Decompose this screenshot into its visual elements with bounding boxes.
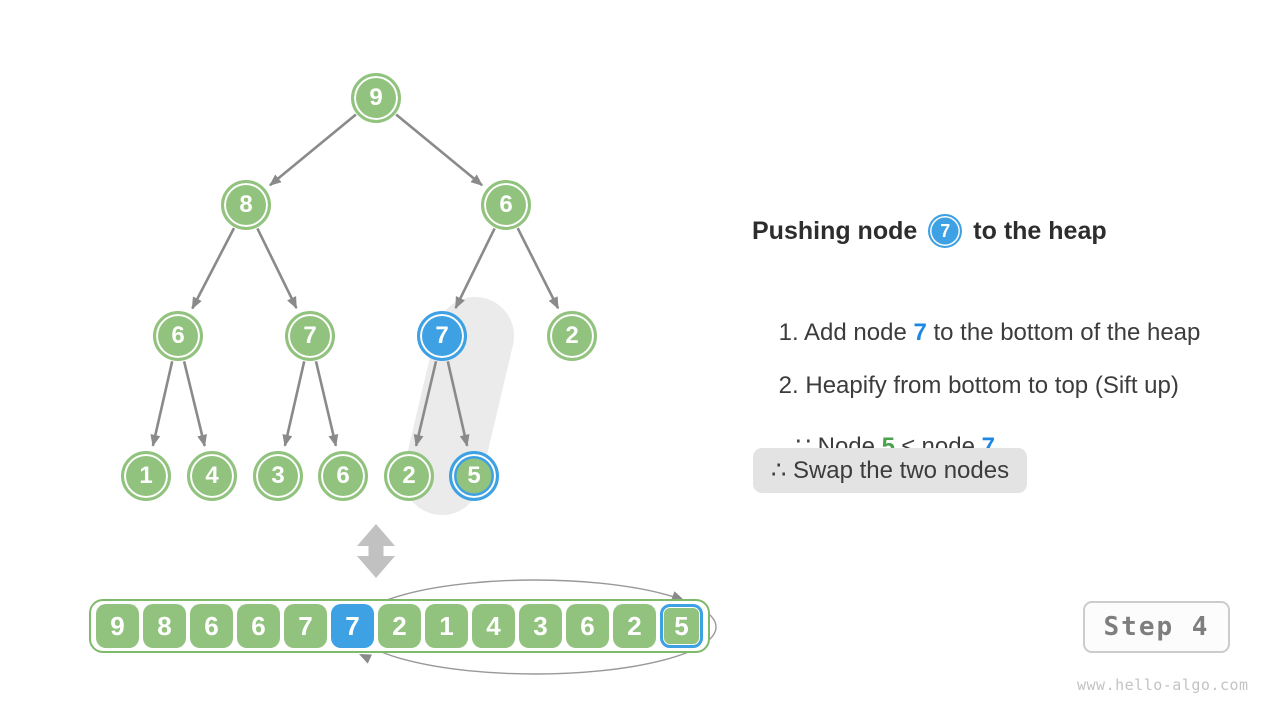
tree-edge: [182, 360, 207, 447]
step2-text: 2. Heapify from bottom to top (Sift up): [778, 372, 1179, 399]
tree-edge: [516, 227, 560, 310]
tree-edges: [150, 113, 560, 447]
title-prefix: Pushing node: [752, 216, 918, 245]
step1-text: 1. Add node: [778, 319, 914, 346]
swap-arrowhead-icon: [359, 654, 372, 664]
array-cell: 6: [237, 604, 280, 648]
array-cell: 2: [378, 604, 421, 648]
array-cell: 7: [284, 604, 327, 648]
tree-edge: [314, 361, 339, 447]
watermark: www.hello-algo.com: [1077, 676, 1249, 694]
therefore-box: ∴ Swap the two nodes: [753, 448, 1028, 493]
array-cell: 8: [143, 604, 186, 648]
tree-edge: [256, 227, 298, 309]
step1-text-end: to the bottom of the heap: [926, 319, 1201, 346]
tree-edge: [446, 361, 470, 447]
array-cell: 6: [566, 604, 609, 648]
tree-edge: [282, 361, 306, 447]
step-item-1: 1. Add node 7 to the bottom of the heap: [752, 291, 1201, 375]
swap-arrowhead-icon: [671, 591, 684, 601]
step1-node-7: 7: [913, 319, 927, 346]
title-node-badge: 7: [928, 214, 963, 248]
step-item-2: 2. Heapify from bottom to top (Sift up): [752, 344, 1179, 428]
tree-edge: [191, 227, 236, 310]
tree-edge: [150, 361, 174, 447]
tree-edge: [454, 227, 496, 309]
step-badge-label: Step 4: [1103, 612, 1210, 642]
array-cell: 4: [472, 604, 515, 648]
tree-edge: [395, 113, 483, 187]
double-arrow-icon: [357, 524, 395, 578]
step-badge: Step 4: [1083, 601, 1230, 653]
tree-edge: [413, 361, 438, 447]
array-cell: 2: [613, 604, 656, 648]
array-cell: 3: [519, 604, 562, 648]
array-cell: 9: [96, 604, 139, 648]
array-cell: 5: [660, 604, 703, 648]
panel-title: Pushing node 7 to the heap: [752, 214, 1107, 248]
tree-edge: [269, 113, 357, 187]
array-cell: 6: [190, 604, 233, 648]
title-suffix: to the heap: [973, 216, 1107, 245]
array-cell: 1: [425, 604, 468, 648]
array-cell: 7: [331, 604, 374, 648]
therefore-text: ∴ Swap the two nodes: [771, 457, 1010, 484]
